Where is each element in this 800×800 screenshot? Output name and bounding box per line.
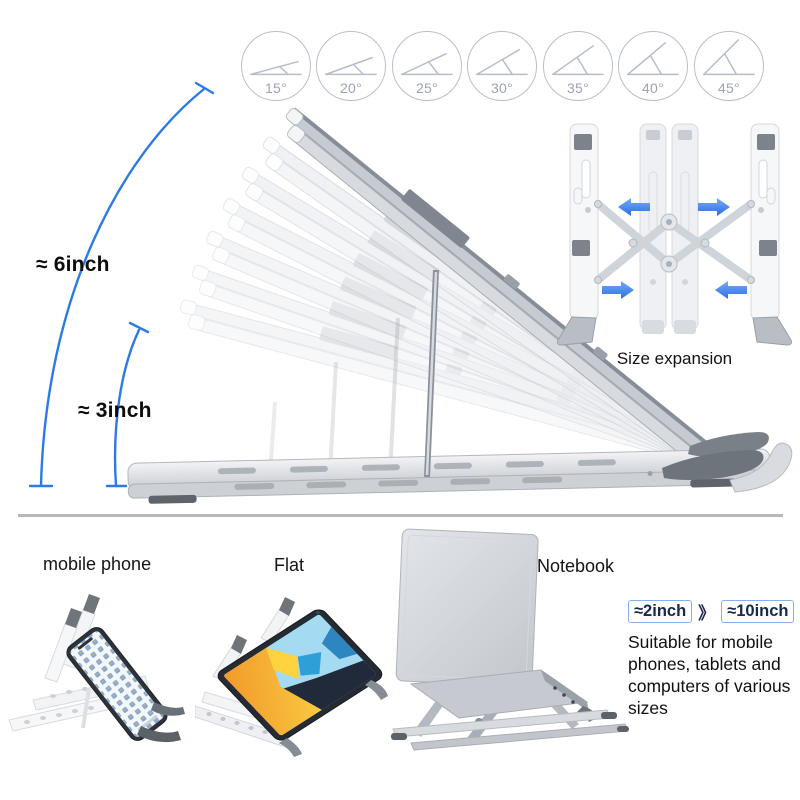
size-expansion-caption: Size expansion [616, 349, 733, 368]
size-range-row: ≈2inch 》 ≈10inch [628, 599, 795, 624]
rail-holes [206, 712, 268, 734]
folded-stand-illustration [557, 123, 792, 346]
base-foot [148, 494, 197, 504]
range-separator-icon: 》 [698, 604, 716, 623]
base-foot [601, 712, 617, 719]
laptop-lid [395, 528, 539, 687]
stand-prong [44, 623, 78, 683]
base-foot [391, 733, 407, 740]
angle-dial-45: 45° [694, 31, 764, 101]
compatibility-description: Suitable for mobile phones, tablets and … [628, 632, 791, 719]
base-rail [195, 705, 290, 748]
prong-pad [83, 594, 100, 614]
hinge-pins [594, 200, 755, 284]
stand-angle-25-icon [401, 52, 453, 76]
tablet-camera [315, 610, 320, 615]
stand-angle-20-icon [325, 56, 377, 76]
phone-stand-photo [8, 594, 185, 743]
tablet [217, 609, 383, 741]
prong-pad [65, 608, 82, 628]
ghost-strut [328, 361, 338, 475]
stand-strut [81, 688, 91, 728]
tablet-label: Flat [274, 555, 305, 575]
laptop-side [541, 670, 589, 712]
expand-right-arrow-icon [698, 198, 730, 216]
solid-platform [285, 107, 707, 461]
scissor-arms [594, 200, 755, 284]
stand-angle-15-icon [250, 60, 302, 76]
height-max-label: ≈ 6inch [36, 253, 110, 276]
tablet-stand-photo [195, 597, 388, 757]
max-size-badge: ≈10inch [721, 599, 795, 624]
stand-angle-40-icon [627, 42, 679, 76]
device-lip-pad [662, 450, 764, 480]
angle-label: 35° [566, 80, 590, 96]
prong-pad [279, 597, 295, 616]
stand-base [127, 448, 771, 504]
arc-end-tick [194, 81, 215, 95]
base-ski-tip [729, 442, 793, 493]
stand-angle-35-icon [552, 45, 604, 76]
base-foot [690, 478, 739, 488]
left-upright [557, 123, 599, 346]
lip-hook [365, 680, 388, 700]
stand-angle-fan-illustration [28, 81, 793, 504]
stand-angle-45-icon [703, 39, 755, 76]
lip-hook [137, 726, 181, 743]
stand-angle-30-icon [476, 48, 528, 76]
prong-pad [231, 635, 247, 654]
angle-label: 30° [490, 80, 514, 96]
contract-left-arrow-icon [715, 281, 747, 299]
angle-dial-25: 25° [392, 31, 462, 101]
base-foot [617, 726, 629, 732]
height-range-arc-min [113, 328, 141, 488]
section-divider [18, 514, 783, 517]
height-range-arc-max [39, 87, 206, 487]
lip-hook [151, 702, 185, 716]
angle-label: 40° [641, 80, 665, 96]
notebook-stand-photo [391, 528, 629, 751]
contract-right-arrow-icon [602, 281, 634, 299]
expand-left-arrow-icon [618, 198, 650, 216]
notebook-label: Notebook [537, 556, 615, 576]
base-slots [217, 459, 616, 490]
laptop-ports [553, 686, 575, 704]
angle-label: 20° [339, 80, 363, 96]
arc-end-tick [128, 321, 150, 334]
angle-label: 45° [717, 80, 741, 96]
angle-dial-20: 20° [316, 31, 386, 101]
tablet-wallpaper [222, 613, 378, 737]
left-foot [557, 316, 597, 346]
ghost-strut [388, 317, 400, 475]
right-foot [752, 316, 792, 346]
angle-label: 25° [415, 80, 439, 96]
lip-hook [279, 738, 302, 757]
angle-dial-15: 15° [241, 31, 311, 101]
angle-dial-40: 40° [618, 31, 688, 101]
phone-label: mobile phone [43, 554, 152, 574]
angle-dial-35: 35° [543, 31, 613, 101]
min-size-badge: ≈2inch [628, 599, 693, 624]
smartphone [66, 627, 168, 741]
angle-dial-30: 30° [467, 31, 537, 101]
right-upright [750, 123, 792, 346]
height-min-label: ≈ 3inch [78, 399, 152, 422]
angle-label: 15° [264, 80, 288, 96]
